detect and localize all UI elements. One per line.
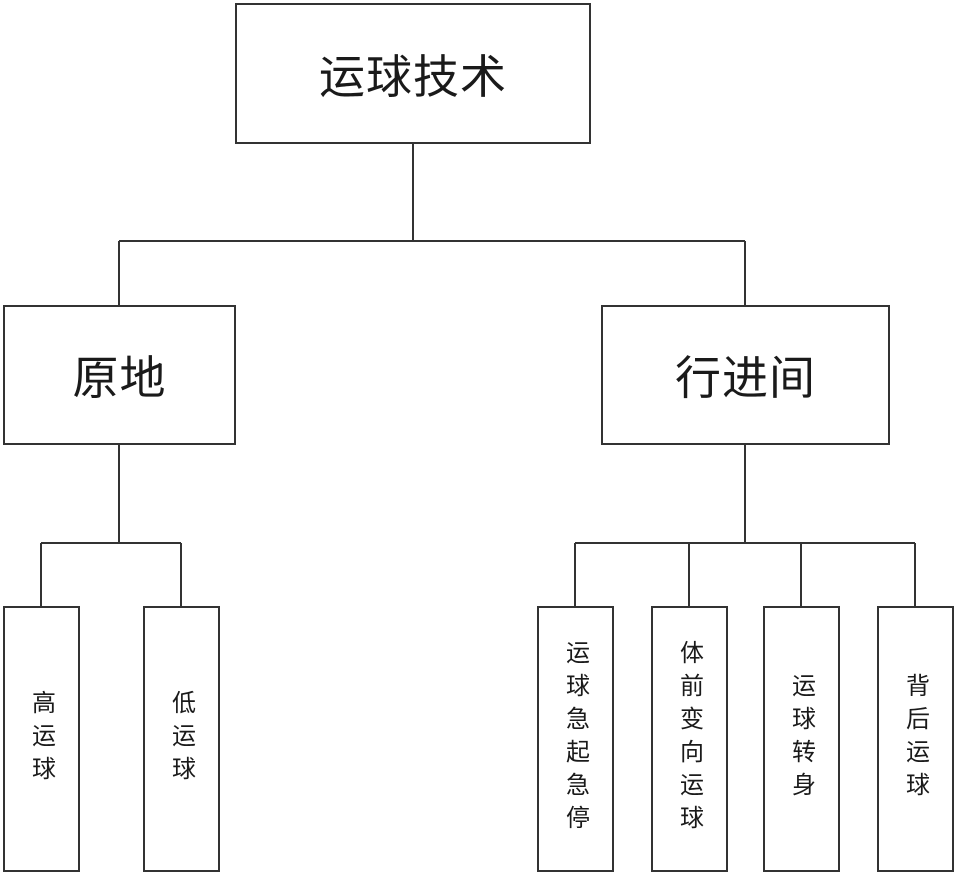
leaf-node: 高运球 bbox=[3, 606, 80, 872]
leaf-node: 运球转身 bbox=[763, 606, 840, 872]
leaf-node-label: 运球急起急停 bbox=[561, 640, 590, 838]
leaf-node: 运球急起急停 bbox=[537, 606, 614, 872]
branch-node-on-the-move: 行进间 bbox=[601, 305, 890, 445]
leaf-node-label: 低运球 bbox=[167, 689, 196, 789]
leaf-node-label: 背后运球 bbox=[901, 673, 930, 805]
leaf-node-label: 运球转身 bbox=[787, 673, 816, 805]
leaf-node: 体前变向运球 bbox=[651, 606, 728, 872]
leaf-node: 背后运球 bbox=[877, 606, 954, 872]
leaf-node: 低运球 bbox=[143, 606, 220, 872]
leaf-node-label: 高运球 bbox=[27, 689, 56, 789]
branch-node-in-place: 原地 bbox=[3, 305, 236, 445]
leaf-node-label: 体前变向运球 bbox=[675, 640, 704, 838]
branch-node-label: 行进间 bbox=[675, 351, 816, 405]
branch-node-label: 原地 bbox=[72, 351, 167, 405]
root-node-label: 运球技术 bbox=[319, 49, 507, 104]
root-node: 运球技术 bbox=[235, 3, 591, 144]
